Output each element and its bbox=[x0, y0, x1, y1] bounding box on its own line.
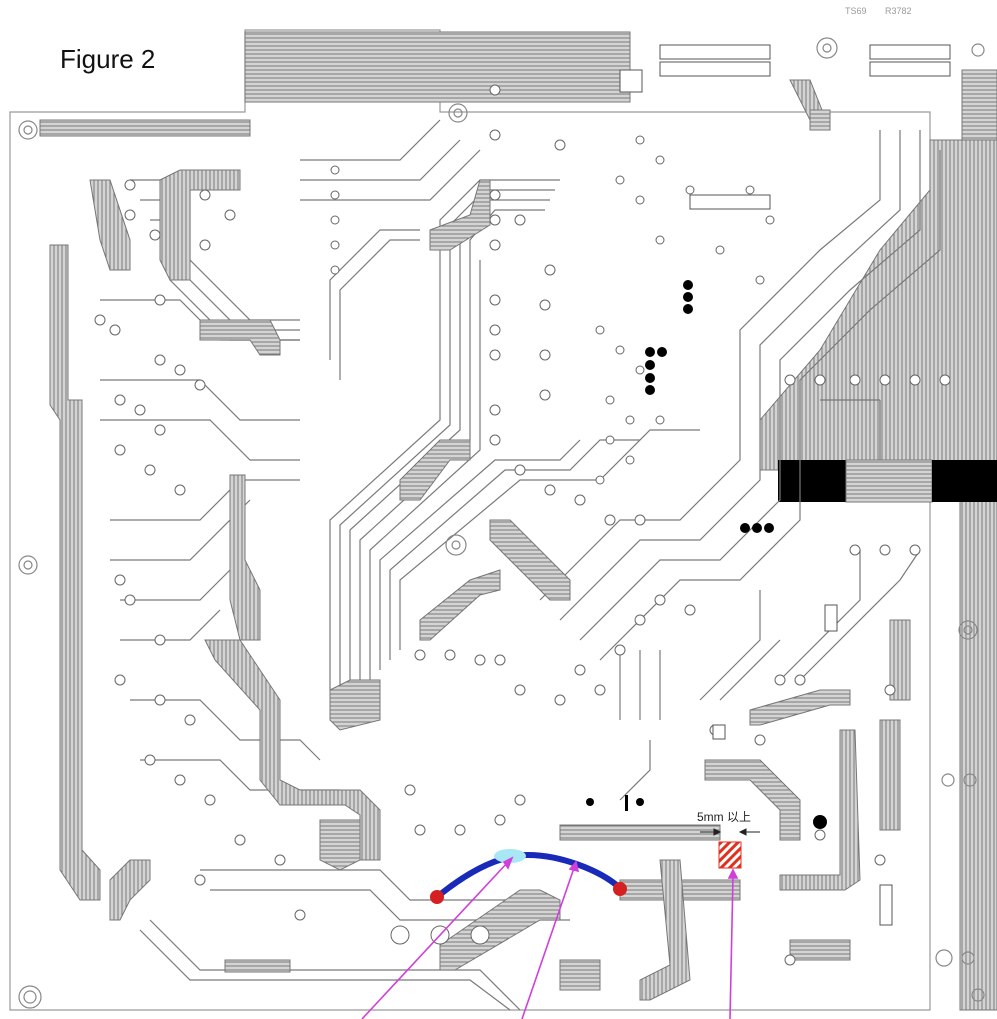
pads bbox=[94, 84, 951, 966]
dimension-marker bbox=[700, 828, 760, 836]
dimension-label: 5mm 以上 bbox=[697, 810, 752, 824]
black-pads bbox=[586, 280, 827, 829]
corner-label-left: TS69 bbox=[845, 6, 867, 16]
corner-label-right: R3782 bbox=[885, 6, 912, 16]
mounting-holes bbox=[18, 37, 985, 1009]
top-bus-band bbox=[39, 31, 631, 137]
wide-traces bbox=[89, 79, 911, 1001]
left-bus bbox=[49, 244, 101, 901]
black-bar bbox=[778, 459, 997, 503]
magenta-pointer-arrow-icon bbox=[361, 856, 739, 1019]
blue-jumper-wire-icon bbox=[434, 851, 623, 900]
right-bus bbox=[759, 69, 997, 1011]
solder-point-right bbox=[613, 882, 627, 896]
connector-rows bbox=[619, 44, 951, 926]
red-hatch-marker-icon bbox=[718, 841, 742, 869]
figure-title: Figure 2 bbox=[60, 44, 156, 74]
jumper-highlight bbox=[494, 849, 526, 863]
solder-point-left bbox=[430, 890, 444, 904]
